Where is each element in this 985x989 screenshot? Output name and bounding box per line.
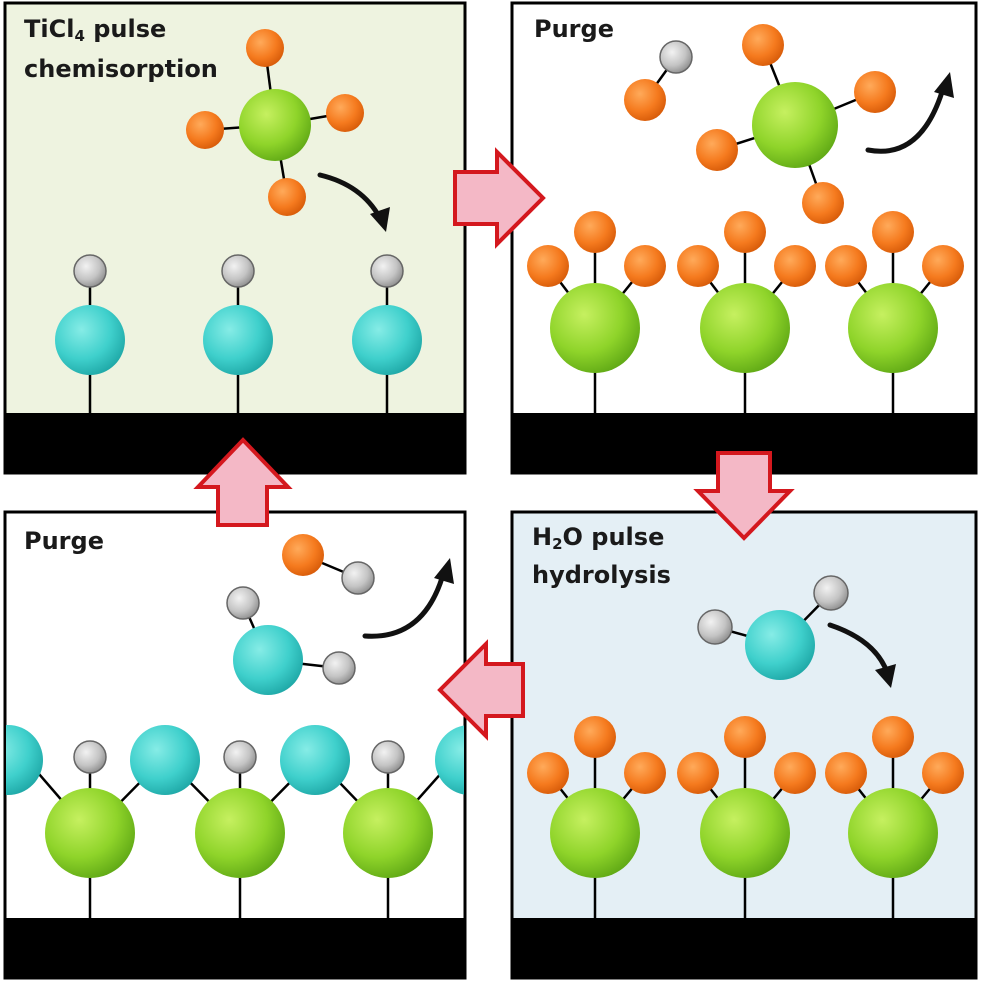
oxygen-atom [352, 305, 422, 375]
chlorine-atom [186, 111, 224, 149]
titanium-atom [848, 788, 938, 878]
hydroxyl-group [352, 254, 422, 375]
chlorine-atom [724, 211, 766, 253]
title-ticl: TiCl [24, 15, 75, 43]
hydrogen-atom [341, 561, 375, 595]
ticl4-molecule [696, 24, 896, 224]
chlorine-atom [677, 245, 719, 287]
chlorine-atom [326, 94, 364, 132]
titanium-atom [343, 788, 433, 878]
hydrogen-atom [322, 651, 356, 685]
chlorine-atom [696, 129, 738, 171]
oxygen-atom [435, 725, 464, 795]
oxygen-atom [130, 725, 200, 795]
substrate-bar [512, 918, 976, 978]
hydroxyl-group [203, 254, 273, 375]
panel-title-purge-top: Purge [534, 15, 614, 43]
chlorine-atom [872, 211, 914, 253]
surface-ticl3-group [677, 211, 816, 373]
titanium-atom [700, 283, 790, 373]
ticl4-molecule [186, 29, 364, 216]
oxygen-atom [55, 305, 125, 375]
chlorine-atom [872, 716, 914, 758]
hydroxyl-group [55, 254, 125, 375]
hydrogen-atom [697, 609, 733, 645]
block-arrow-icon [193, 147, 795, 741]
curved-arrow-icon [827, 622, 896, 688]
hydrogen-atom [73, 740, 107, 774]
surface-ticl3-group [825, 716, 964, 878]
surface-ticl3-group [825, 211, 964, 373]
chlorine-atom [922, 752, 964, 794]
hydrogen-atom [73, 254, 107, 288]
panel-subtitle-chemisorption: chemisorption [24, 55, 218, 83]
hydrogen-atom [371, 740, 405, 774]
oxygen-atom [6, 725, 43, 795]
chlorine-atom [624, 245, 666, 287]
panel-title-purge-bottom: Purge [24, 527, 104, 555]
panel-title-hydrolysis: H2O pulse [532, 522, 664, 552]
oxygen-atom [203, 305, 273, 375]
chlorine-atom [282, 534, 324, 576]
hydrogen-atom [221, 254, 255, 288]
curved-arrow-icon [865, 72, 954, 154]
substrate-bar [5, 918, 465, 978]
water-molecule [697, 575, 849, 680]
panel-subtitle-hydrolysis: hydrolysis [532, 561, 671, 589]
oxygen-atom [280, 725, 350, 795]
chlorine-atom [624, 79, 666, 121]
hydrogen-atom [370, 254, 404, 288]
surface-ticl3-group [677, 716, 816, 878]
hydrogen-atom [226, 586, 260, 620]
titanium-atom [239, 89, 311, 161]
chlorine-atom [742, 24, 784, 66]
chlorine-atom [527, 245, 569, 287]
chlorine-atom [774, 245, 816, 287]
hcl-molecule [282, 534, 375, 595]
title-pulse: pulse [84, 15, 167, 43]
title-h: H [532, 523, 553, 551]
titanium-atom [550, 283, 640, 373]
chlorine-atom [802, 182, 844, 224]
chlorine-atom [268, 178, 306, 216]
titanium-atom [752, 82, 838, 168]
oxygen-atom [233, 625, 303, 695]
title-subscript-4: 4 [74, 27, 85, 45]
titanium-atom [848, 283, 938, 373]
surface-tio2-layer [6, 725, 464, 918]
chlorine-atom [825, 752, 867, 794]
hydrogen-atom [813, 575, 849, 611]
chlorine-atom [724, 716, 766, 758]
surface-ticl3-group [527, 716, 666, 878]
chlorine-atom [574, 716, 616, 758]
title-o-pulse: O pulse [562, 523, 665, 551]
chlorine-atom [574, 211, 616, 253]
chlorine-atom [854, 71, 896, 113]
titanium-atom [550, 788, 640, 878]
chlorine-atom [624, 752, 666, 794]
hcl-molecule [624, 40, 693, 121]
water-molecule [226, 586, 356, 695]
panel-chemisorption [3, 1, 467, 475]
oxygen-atom [745, 610, 815, 680]
chlorine-atom [527, 752, 569, 794]
chlorine-atom [774, 752, 816, 794]
chlorine-atom [922, 245, 964, 287]
chlorine-atom [825, 245, 867, 287]
titanium-atom [45, 788, 135, 878]
chlorine-atom [677, 752, 719, 794]
curved-arrow-icon [317, 172, 390, 232]
hydrogen-atom [223, 740, 257, 774]
curved-arrow-icon [362, 558, 454, 639]
panel-title-chemisorption: TiCl4 pulse [24, 14, 166, 44]
hydrogen-atom [659, 40, 693, 74]
title-subscript-2: 2 [552, 535, 563, 553]
surface-ticl3-group [527, 211, 666, 373]
chlorine-atom [246, 29, 284, 67]
titanium-atom [700, 788, 790, 878]
titanium-atom [195, 788, 285, 878]
